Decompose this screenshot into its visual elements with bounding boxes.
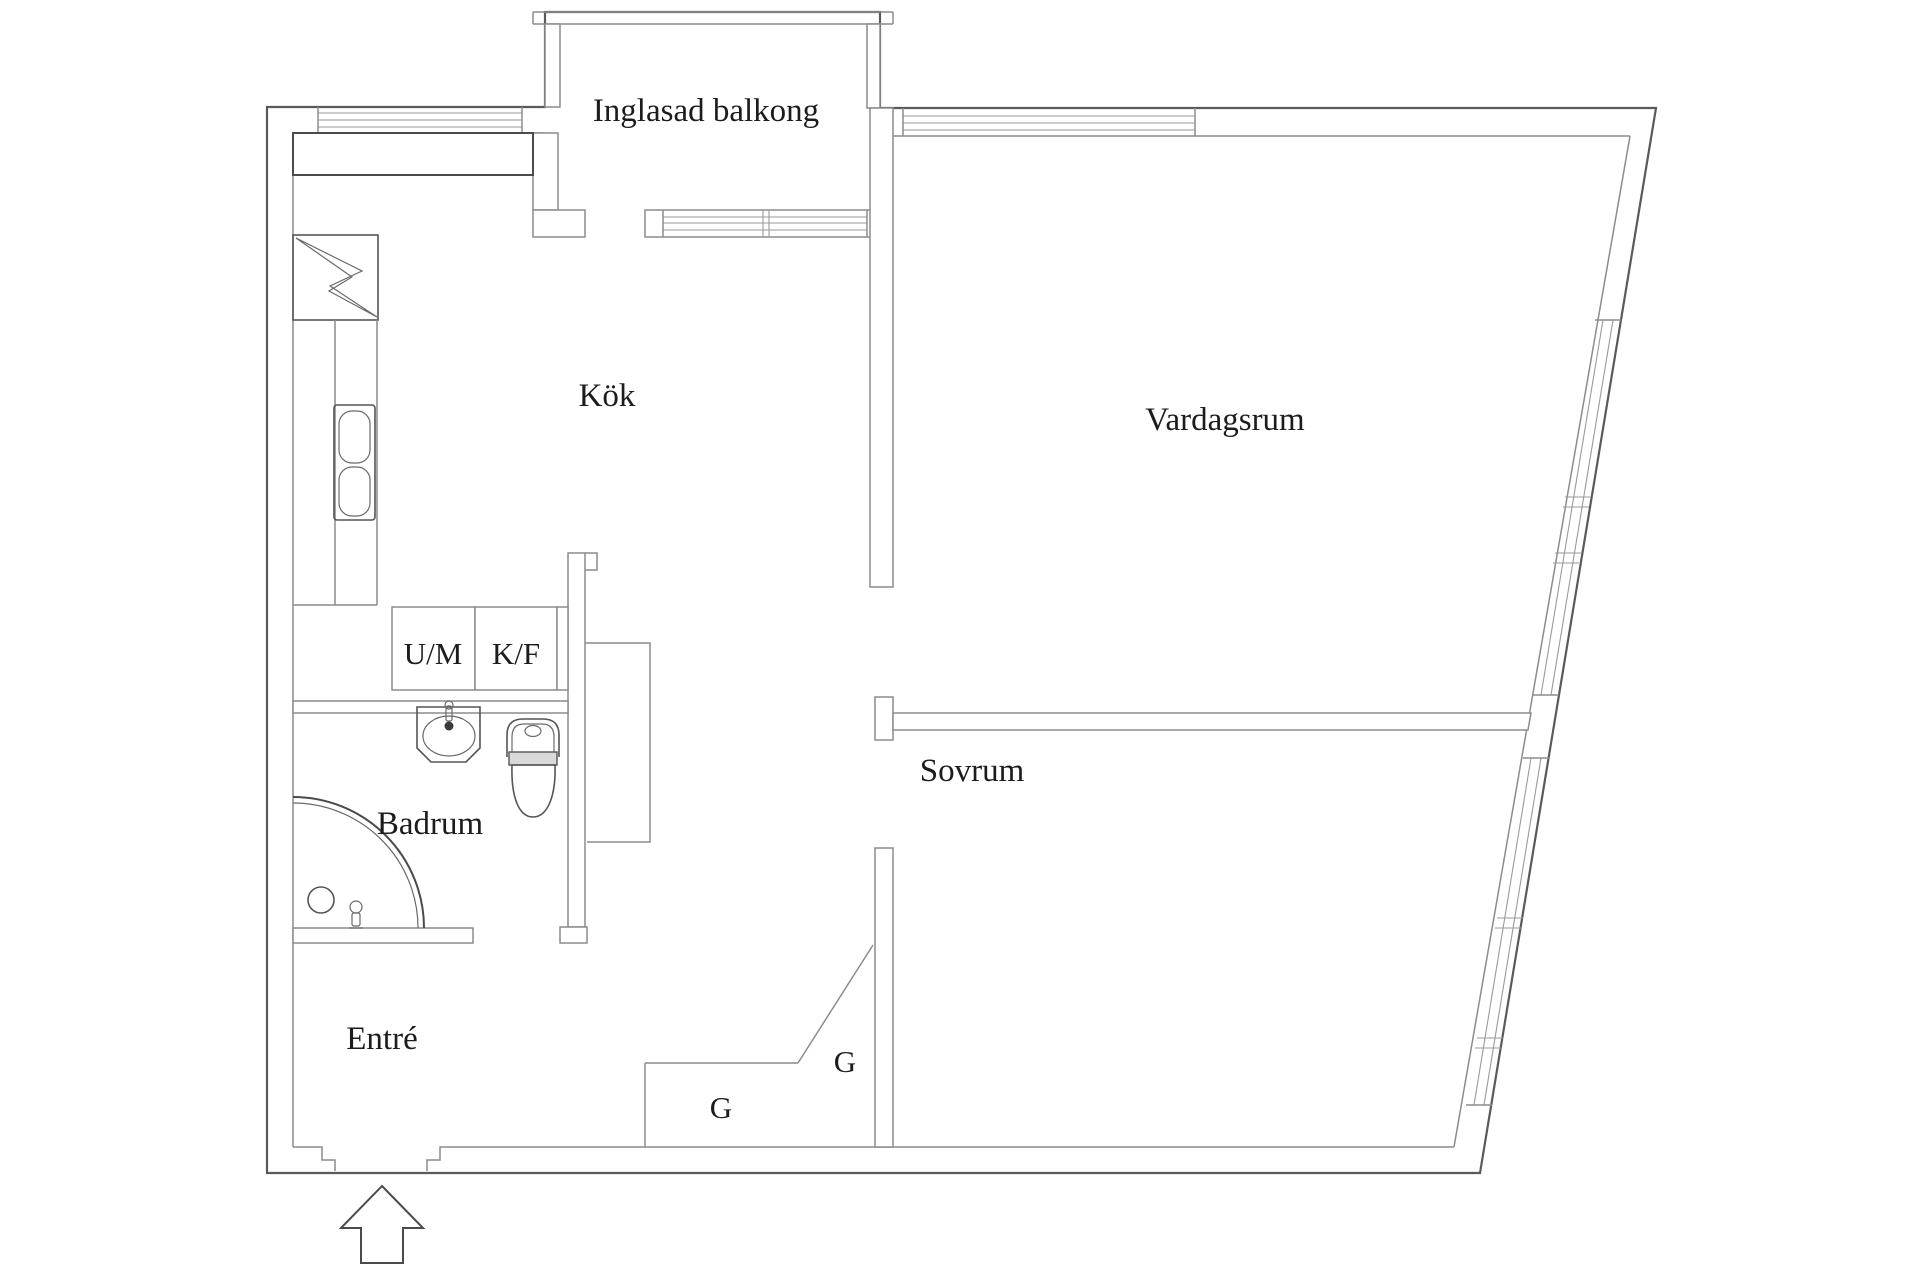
washing-machine-box <box>391 606 476 691</box>
balcony-left-wall <box>544 23 561 108</box>
balcony-window-glazing <box>662 210 868 237</box>
balcony-structure <box>532 11 894 238</box>
kitchen-label: Kök <box>579 378 636 414</box>
exterior-walls <box>265 10 1658 1175</box>
windows <box>317 107 1621 1106</box>
wardrobe-right-label: G <box>834 1044 856 1079</box>
bottom-wall-inner <box>293 1146 1454 1171</box>
shower-enclosure-icon <box>292 796 425 929</box>
stove-icon <box>292 234 379 321</box>
bathroom-fixtures <box>292 700 560 929</box>
wardrobe-zone <box>644 944 874 1147</box>
living-room-slant-window <box>1533 319 1621 696</box>
balcony-right-wall <box>866 23 881 109</box>
hall-closet <box>585 642 651 843</box>
living-bedroom-wall-cap <box>874 696 894 741</box>
bathroom-right-wall <box>567 552 586 928</box>
kitchen-wall-cabinet <box>292 132 534 176</box>
bathroom-label: Badrum <box>377 806 484 842</box>
room-labels: Inglasad balkong Kök Vardagsrum Badrum S… <box>346 93 1305 1125</box>
bathroom-sink-icon <box>416 700 481 763</box>
shower-mixer-icon <box>349 900 363 929</box>
balcony-label: Inglasad balkong <box>593 93 819 129</box>
appliance-boxes <box>391 606 569 691</box>
fridge-freezer-label: K/F <box>492 636 540 671</box>
bedroom-label: Sovrum <box>920 753 1025 789</box>
shower-drain-icon <box>307 886 335 914</box>
washing-machine-label: U/M <box>404 636 463 671</box>
toilet-icon <box>506 718 560 818</box>
bathroom-bottom-wall <box>292 927 474 944</box>
living-room-label: Vardagsrum <box>1145 402 1305 438</box>
kitchen-window <box>317 107 523 133</box>
kitchen-counter <box>293 320 378 606</box>
appliance-side-panel <box>556 606 569 691</box>
living-bedroom-divider <box>892 712 1532 731</box>
entry-label: Entré <box>346 1021 417 1057</box>
balcony-door-jamb-left <box>532 209 586 238</box>
balcony-step-column <box>532 132 559 211</box>
outer-boundary <box>265 10 1658 1175</box>
bedroom-slant-window <box>1466 757 1549 1106</box>
bathroom-right-wall-foot <box>559 926 588 944</box>
hall-storage <box>585 642 874 1147</box>
kitchen-fixtures <box>292 132 569 691</box>
living-room-top-window <box>902 108 1196 136</box>
kitchen-sink-icon <box>333 404 376 521</box>
bedroom-hall-divider <box>874 847 894 1148</box>
slant-wall-inner <box>1453 135 1631 1148</box>
entrance-arrow-icon <box>338 1184 426 1264</box>
kitchen-living-divider <box>869 107 894 588</box>
wardrobe-bottom-label: G <box>710 1090 732 1125</box>
bathroom-right-wall-notch <box>585 552 598 571</box>
